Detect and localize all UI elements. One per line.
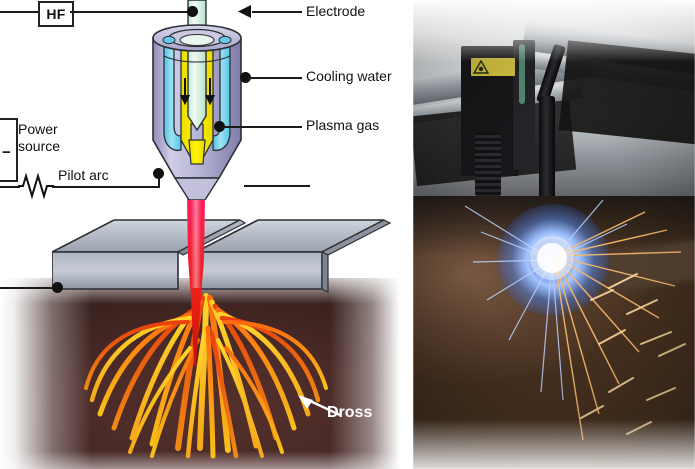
plasma-torch-schematic: Dross xyxy=(0,0,410,469)
power-source-label-line1: Power xyxy=(18,121,58,137)
leader-electrode xyxy=(252,11,302,13)
pilot-arc-label: Pilot arc xyxy=(58,167,109,183)
callout-cooling-water-label: Cooling water xyxy=(306,68,392,84)
wire-pilot-left xyxy=(0,186,20,188)
carriage-column xyxy=(513,40,535,170)
node-electrode-connection xyxy=(187,6,198,17)
wire-pilot-to-nozzle xyxy=(52,186,160,188)
plasma-cutting-photograph xyxy=(413,0,695,469)
panel-divider xyxy=(410,0,413,469)
wire-hf-to-electrode xyxy=(70,11,193,13)
power-source-polarity: − xyxy=(1,144,11,161)
photo-bottom-glare xyxy=(413,419,695,469)
photo-top-glare xyxy=(413,0,695,62)
photo-vignette xyxy=(413,0,695,469)
photo-edge xyxy=(413,0,695,469)
bellows-hose xyxy=(475,132,501,198)
node-cooling-water-point xyxy=(240,72,251,83)
power-source-box: − xyxy=(0,118,18,182)
warning-sticker xyxy=(471,58,515,76)
plasma-torch-assembly xyxy=(152,0,242,200)
power-source-label-line2: source xyxy=(18,138,61,154)
workpiece-plate xyxy=(52,219,392,293)
callout-dross-label: Dross xyxy=(327,404,373,421)
node-nozzle-connection xyxy=(153,168,164,179)
wire-workpiece-ground xyxy=(0,287,58,289)
leader-cooling-water xyxy=(248,77,302,79)
wire-pilot-riser xyxy=(158,174,160,188)
warning-sticker-icon xyxy=(472,59,490,74)
green-indicator-strip xyxy=(519,44,525,104)
hf-box-label: HF xyxy=(46,6,66,22)
arrow-electrode xyxy=(238,5,251,18)
arc-rays xyxy=(464,199,686,441)
node-workpiece-connection xyxy=(52,282,63,293)
node-plasma-gas-point xyxy=(214,121,225,132)
pilot-arc-resistor-symbol xyxy=(18,172,54,200)
torch-hose-lower xyxy=(539,96,555,206)
leader-plasma-gas xyxy=(222,126,302,128)
wire-hf-left xyxy=(0,11,38,13)
dross-leader-arrow xyxy=(298,395,341,417)
leader-nozzle-right xyxy=(244,185,310,187)
callout-plasma-gas-label: Plasma gas xyxy=(306,117,380,133)
hf-box: HF xyxy=(38,1,74,27)
dross-streams xyxy=(84,293,328,459)
callout-electrode-label: Electrode xyxy=(306,3,366,19)
